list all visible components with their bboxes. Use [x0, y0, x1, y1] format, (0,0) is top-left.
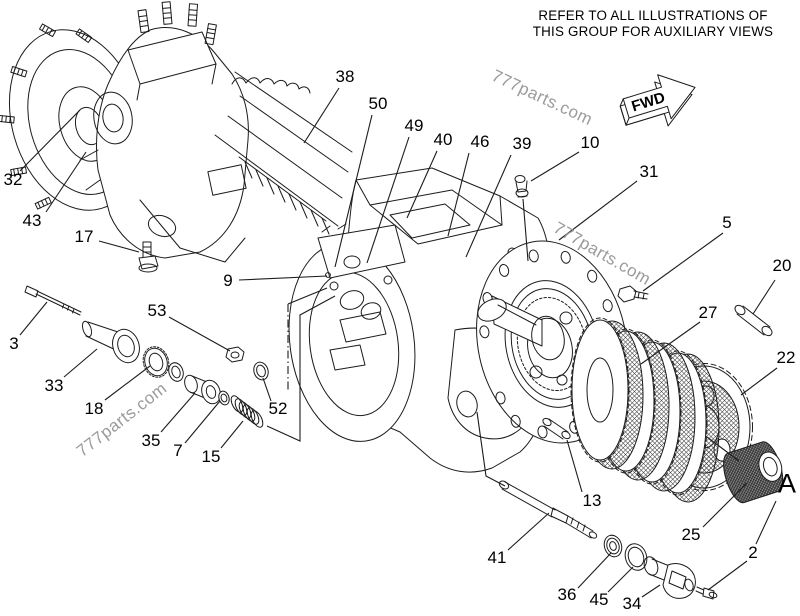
construction-lines — [266, 198, 777, 545]
leader-line-20 — [752, 279, 776, 315]
part-label-13: 13 — [582, 491, 602, 510]
leader-line-53 — [168, 316, 231, 352]
construction-line-6 — [706, 436, 740, 462]
note-line-2: THIS GROUP FOR AUXILIARY VIEWS — [532, 24, 774, 39]
leader-line-46 — [447, 152, 470, 237]
coupling-gear-drawing — [723, 441, 784, 504]
leader-line-32 — [19, 109, 81, 172]
knuckle-housing-drawing — [79, 1, 249, 263]
part-label-5: 5 — [722, 213, 732, 232]
part-label-10: 10 — [580, 133, 600, 152]
construction-line-5 — [266, 295, 336, 442]
leader-line-50 — [334, 114, 373, 268]
part-label-25: 25 — [681, 525, 701, 544]
part-label-35: 35 — [141, 431, 161, 450]
shaft-group-drawing — [498, 480, 696, 599]
part-label-32: 32 — [3, 170, 23, 189]
leader-line-34 — [641, 584, 661, 598]
leader-line-35 — [160, 392, 196, 433]
part-label-41: 41 — [487, 548, 507, 567]
part-label-46: 46 — [470, 132, 490, 151]
construction-line-1 — [522, 198, 529, 262]
leader-line-13 — [566, 439, 583, 493]
fwd-arrow: FWD — [619, 74, 696, 127]
part-label-40: 40 — [433, 130, 453, 149]
part-label-9: 9 — [223, 271, 233, 290]
part-label-45: 45 — [589, 590, 609, 609]
leader-line-3 — [19, 301, 48, 336]
construction-line-3 — [287, 287, 328, 305]
part-label-20: 20 — [772, 256, 792, 275]
leader-line-2 — [707, 560, 748, 591]
kingpin-studs — [137, 1, 217, 46]
leader-line-25 — [702, 482, 748, 528]
leader-line-27 — [640, 321, 701, 365]
leader-line-9 — [238, 275, 328, 281]
leader-line-45 — [607, 566, 634, 593]
part-label-38: 38 — [335, 67, 355, 86]
note-line-1: REFER TO ALL ILLUSTRATIONS OF — [538, 8, 768, 23]
part-label-31: 31 — [639, 162, 659, 181]
part-label-3: 3 — [9, 334, 19, 353]
part-label-53: 53 — [147, 301, 167, 320]
leader-lines — [19, 87, 778, 598]
leader-line-52 — [262, 377, 272, 402]
construction-line-0 — [755, 500, 777, 545]
leader-line-18 — [104, 365, 151, 401]
construction-line-2 — [476, 411, 506, 487]
leader-line-43 — [45, 151, 87, 213]
leader-line-5 — [642, 232, 724, 292]
leader-line-40 — [406, 150, 438, 219]
part-label-7: 7 — [173, 441, 183, 460]
leader-line-22 — [740, 367, 778, 396]
part-label-18: 18 — [84, 399, 104, 418]
part-label-43: 43 — [22, 211, 42, 230]
adjuster-parts-drawing — [24, 285, 269, 428]
part-label-27: 27 — [698, 303, 718, 322]
leader-line-7 — [184, 400, 221, 444]
leader-line-41 — [507, 512, 550, 551]
part-label-22: 22 — [776, 348, 796, 367]
leader-line-39 — [465, 154, 512, 258]
part-label-52: 52 — [268, 399, 288, 418]
leader-line-33 — [63, 348, 98, 378]
leader-line-36 — [577, 552, 612, 589]
part-label-17: 17 — [74, 227, 94, 246]
part-label-36: 36 — [557, 585, 577, 604]
part-label-50: 50 — [368, 94, 388, 113]
leader-line-15 — [220, 420, 244, 449]
leader-line-17 — [98, 240, 140, 253]
part-label-15: 15 — [201, 447, 221, 466]
part-label-A: A — [777, 468, 797, 499]
fasteners-drawing — [138, 175, 773, 600]
brake-rotor-caliper-drawing — [288, 223, 416, 442]
spring-15 — [230, 395, 264, 428]
leader-line-10 — [530, 151, 580, 182]
part-label-33: 33 — [44, 376, 64, 395]
part-label-49: 49 — [404, 116, 424, 135]
part-label-39: 39 — [512, 134, 532, 153]
leader-line-31 — [558, 180, 638, 241]
part-label-34: 34 — [622, 594, 642, 613]
leader-line-38 — [303, 87, 340, 144]
axle-tube-drawing — [207, 71, 353, 235]
note-text: REFER TO ALL ILLUSTRATIONS OF THIS GROUP… — [515, 8, 791, 40]
part-label-2: 2 — [748, 543, 758, 562]
leader-line-49 — [366, 136, 410, 264]
